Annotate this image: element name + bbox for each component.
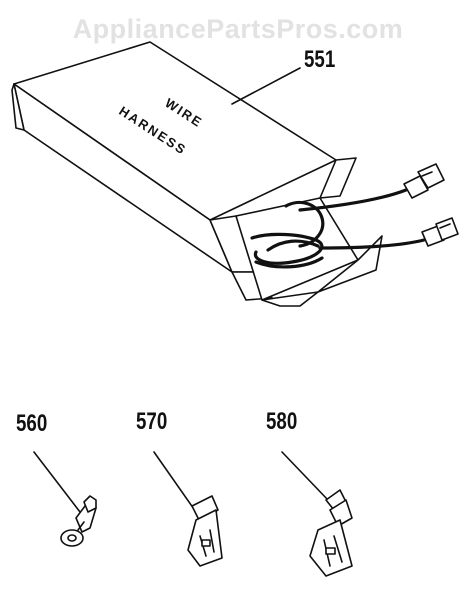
callout-560: 560: [16, 410, 48, 437]
wire-terminal-lower: [421, 217, 459, 247]
ring-terminal-560: [33, 451, 97, 547]
leader-551: [231, 67, 301, 105]
wire-harness-box: [11, 41, 383, 307]
watermark: AppliancePartsPros.com: [72, 14, 404, 44]
wire-leads: [298, 188, 426, 250]
wire-coil: [250, 200, 325, 269]
wire-terminal-upper: [403, 163, 445, 199]
terminal-580: [281, 451, 353, 577]
callout-580: 580: [266, 408, 298, 435]
terminal-570: [153, 451, 223, 567]
callout-570: 570: [136, 408, 168, 435]
callout-551: 551: [304, 46, 336, 73]
